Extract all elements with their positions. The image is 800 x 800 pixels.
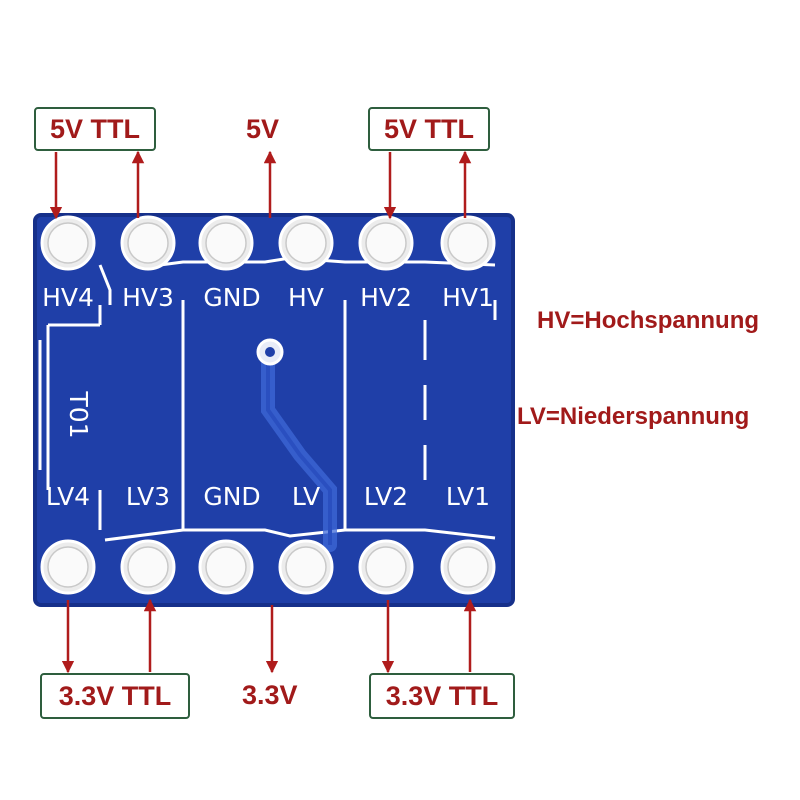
- label-bottom-right-3v3-ttl: 3.3V TTL: [369, 673, 515, 719]
- bottom-pin-5-hole: [365, 546, 407, 588]
- bottom-pin-labels: LV4 LV3 GND LV LV2 LV1: [46, 482, 490, 511]
- label-bottom-left-3v3-ttl: 3.3V TTL: [40, 673, 190, 719]
- top-pin-label-2: HV3: [122, 283, 174, 312]
- top-pin-4-hole: [285, 222, 327, 264]
- top-pin-label-1: HV4: [42, 283, 94, 312]
- top-pin-6-hole: [447, 222, 489, 264]
- bottom-pin-label-5: LV2: [364, 482, 408, 511]
- top-pin-5-hole: [365, 222, 407, 264]
- bottom-pin-6-hole: [447, 546, 489, 588]
- top-pin-label-4: HV: [288, 283, 324, 312]
- silkscreen-lines: [38, 256, 497, 542]
- top-pin-row: [40, 215, 496, 271]
- top-pin-2-hole: [127, 222, 169, 264]
- signal-arrows: [49, 150, 477, 674]
- label-top-left-5v-ttl: 5V TTL: [34, 107, 156, 151]
- board-side-text: T01: [64, 390, 93, 438]
- label-top-center-5v: 5V: [246, 114, 280, 144]
- bottom-pin-label-1: LV4: [46, 482, 90, 511]
- bottom-pin-label-3: GND: [203, 482, 260, 511]
- bottom-pin-1-hole: [47, 546, 89, 588]
- bottom-pin-row: [40, 539, 496, 595]
- bottom-pin-4-hole: [285, 546, 327, 588]
- pcb-trace-outline: [266, 352, 332, 545]
- legend-lv: LV=Niederspannung: [517, 403, 750, 430]
- pcb-edge-shade: [33, 213, 515, 607]
- bottom-pin-label-4: LV: [292, 482, 320, 511]
- top-pin-label-3: GND: [203, 283, 260, 312]
- top-pin-label-6: HV1: [442, 283, 494, 312]
- top-pin-label-5: HV2: [360, 283, 412, 312]
- legend-hv: HV=Hochspannung: [537, 307, 760, 334]
- bottom-pin-label-6: LV1: [446, 482, 490, 511]
- top-pin-1-hole: [47, 222, 89, 264]
- label-top-right-5v-ttl: 5V TTL: [368, 107, 490, 151]
- top-pin-3-hole: [205, 222, 247, 264]
- pcb-via-hole: [265, 347, 275, 357]
- bottom-pin-3-hole: [205, 546, 247, 588]
- bottom-pin-2-hole: [127, 546, 169, 588]
- top-pin-labels: HV4 HV3 GND HV HV2 HV1: [42, 283, 494, 312]
- bottom-pin-label-2: LV3: [126, 482, 170, 511]
- label-bottom-center-3v3: 3.3V: [242, 680, 298, 710]
